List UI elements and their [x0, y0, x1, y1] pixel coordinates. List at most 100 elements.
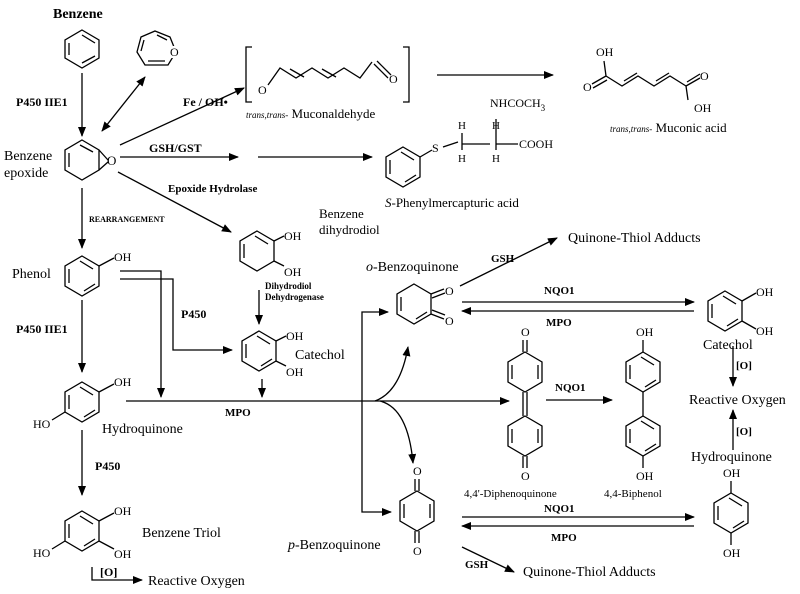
- arrow-to-o-benzoquinone: [361, 308, 389, 401]
- benzene-triol-structure: OH OH HO: [33, 504, 132, 561]
- diphenoquinone-structure: O O: [507, 325, 543, 483]
- label-muconaldehyde: trans,trans- Muconaldehyde: [246, 106, 375, 121]
- arrow-epoxide-oxepin: [101, 76, 146, 132]
- arrow-triol-to-ros: [91, 567, 143, 584]
- reaction-arrows: [78, 71, 737, 584]
- arrow-phenol-down: [120, 270, 165, 398]
- biphenol-structure: OH OH: [625, 325, 661, 483]
- enzyme-gsh-top: GSH: [491, 253, 515, 265]
- label-benzene-epoxide-2: epoxide: [4, 166, 48, 181]
- triol-oh-1: OH: [114, 504, 132, 518]
- muconaldehyde-o-right: O: [389, 72, 398, 86]
- enzyme-p450-2e1-b: P450 IIE1: [16, 322, 68, 336]
- label-catechol: Catechol: [295, 348, 345, 363]
- enzyme-oxidation-bottom: [O]: [100, 565, 117, 579]
- dpq-o-top: O: [521, 325, 530, 339]
- label-hydroquinone-right: Hydroquinone: [691, 450, 772, 465]
- benzene-epoxide-structure: O: [64, 139, 116, 181]
- nhcoch3-group: NHCOCH3: [490, 96, 546, 113]
- dpq-o-bottom: O: [521, 469, 530, 483]
- arrow-curve-up: [374, 346, 411, 402]
- enzyme-p450-2e1-a: P450 IIE1: [16, 95, 68, 109]
- label-phenol: Phenol: [12, 267, 51, 282]
- catechol-right-structure: OH OH: [707, 285, 774, 338]
- label-muconic-acid: trans,trans- Muconic acid: [610, 120, 727, 135]
- labels: Benzene P450 IIE1 Benzene epoxide Fe / O…: [4, 7, 786, 589]
- enzyme-rearrangement: REARRANGEMENT: [89, 215, 165, 224]
- arrow-epoxide-hydrolase: [117, 171, 232, 233]
- triol-oh-2: OH: [114, 547, 132, 561]
- h-atom-1: H: [458, 120, 466, 132]
- label-hydroquinone: Hydroquinone: [102, 422, 183, 437]
- phenylmercapturic-structure: S H H H H NHCOCH3 COOH: [385, 96, 553, 188]
- dihydrodiol-oh-2: OH: [284, 265, 302, 279]
- h-atom-4: H: [492, 153, 500, 165]
- sulfur-atom: S: [432, 141, 439, 155]
- label-benzene-triol: Benzene Triol: [142, 526, 221, 541]
- label-diphenoquinone: 4,4'-Diphenoquinone: [464, 488, 557, 500]
- label-reactive-oxygen-bottom: Reactive Oxygen: [148, 574, 245, 589]
- catechol-structure: OH OH: [241, 329, 304, 379]
- catechol-oh-2: OH: [286, 365, 304, 379]
- enzyme-gsh-bottom: GSH: [465, 559, 489, 571]
- h-atom-2: H: [458, 153, 466, 165]
- p-benzoquinone-structure: O O: [399, 464, 435, 558]
- biphenol-oh-top: OH: [636, 325, 654, 339]
- benzene-dihydrodiol-structure: OH OH: [239, 229, 302, 279]
- enzyme-mpo-o: MPO: [546, 317, 572, 329]
- enzyme-gsh-gst: GSH/GST: [149, 141, 202, 155]
- label-benzene-epoxide-1: Benzene: [4, 149, 52, 164]
- enzyme-p450-b: P450: [95, 459, 120, 473]
- arrow-curve-down: [379, 400, 417, 464]
- biphenol-oh-bottom: OH: [636, 469, 654, 483]
- catechol-right-oh-1: OH: [756, 285, 774, 299]
- epoxide-oxygen: O: [107, 153, 116, 168]
- arrow-gsh-bottom: [461, 546, 515, 573]
- arrow-phenol-to-catechol: [120, 278, 233, 354]
- catechol-oh-1: OH: [286, 329, 304, 343]
- o-quinone-o-2: O: [445, 314, 454, 328]
- triol-ho: HO: [33, 546, 51, 560]
- arrow-gsh-top: [459, 237, 558, 287]
- label-o-benzoquinone: o-Benzoquinone: [366, 260, 459, 275]
- enzyme-oxidation-right-a: [O]: [736, 360, 752, 372]
- phenol-oh: OH: [114, 250, 132, 264]
- cooh-group: COOH: [519, 137, 553, 151]
- enzyme-dihydrodiol-dehydrogenase-2: Dehydrogenase: [265, 292, 324, 302]
- label-p-benzoquinone: p-Benzoquinone: [287, 538, 381, 553]
- p-quinone-o-bottom: O: [413, 544, 422, 558]
- enzyme-dihydrodiol-dehydrogenase-1: Dihydrodiol: [265, 281, 312, 291]
- label-catechol-right: Catechol: [703, 338, 753, 353]
- label-thiol-adducts-top: Quinone-Thiol Adducts: [568, 231, 701, 246]
- hq-right-oh-bottom: OH: [723, 546, 741, 560]
- enzyme-epoxide-hydrolase: Epoxide Hydrolase: [168, 183, 257, 195]
- label-phenylmercapturic: S-Phenylmercapturic acid: [385, 195, 519, 210]
- label-biphenol: 4,4-Biphenol: [604, 488, 662, 500]
- label-benzene: Benzene: [53, 7, 103, 22]
- p-quinone-o-top: O: [413, 464, 422, 478]
- muconaldehyde-structure: O O: [245, 46, 410, 103]
- label-benzene-dihydrodiol-2: dihydrodiol: [319, 222, 380, 237]
- dihydrodiol-oh-1: OH: [284, 229, 302, 243]
- muconic-o-left: O: [583, 80, 592, 94]
- benzene-structure: [64, 29, 100, 69]
- enzyme-mpo-p: MPO: [551, 532, 577, 544]
- enzyme-oxidation-right-b: [O]: [736, 426, 752, 438]
- o-benzoquinone-structure: O O: [396, 283, 454, 328]
- muconic-oh-bottom: OH: [694, 101, 712, 115]
- enzyme-nqo1-dpq: NQO1: [555, 382, 586, 394]
- hydroquinone-ho: HO: [33, 417, 51, 431]
- o-quinone-o-1: O: [445, 284, 454, 298]
- hydroquinone-oh: OH: [114, 375, 132, 389]
- catechol-right-oh-2: OH: [756, 324, 774, 338]
- muconic-acid-structure: OH O O OH: [583, 45, 712, 115]
- oxepin-structure: O: [136, 30, 179, 66]
- hq-right-oh-top: OH: [723, 466, 741, 480]
- oxepin-oxygen: O: [170, 45, 179, 59]
- label-benzene-dihydrodiol-1: Benzene: [319, 206, 364, 221]
- muconic-o-right: O: [700, 69, 709, 83]
- enzyme-nqo1-p: NQO1: [544, 503, 575, 515]
- label-thiol-adducts-bottom: Quinone-Thiol Adducts: [523, 565, 656, 580]
